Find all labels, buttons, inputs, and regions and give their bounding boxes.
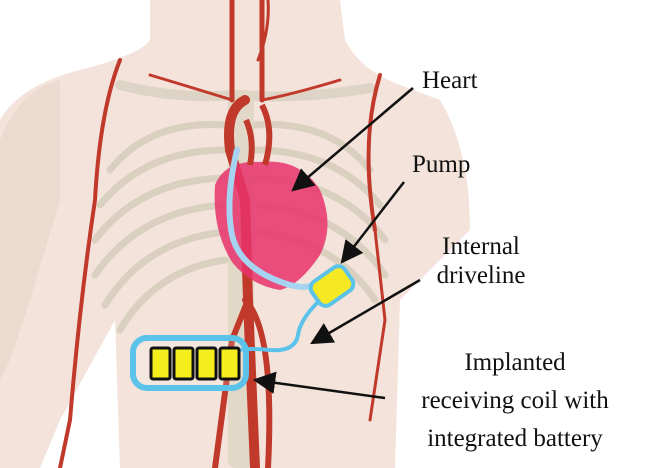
driveline-label-line1: Internal (420, 232, 542, 261)
coil-label-line1: Implanted (390, 344, 640, 382)
coil-label-line2: receiving coil with (390, 382, 640, 420)
coil-label: Implanted receiving coil with integrated… (390, 344, 640, 458)
pump-label: Pump (412, 150, 470, 179)
driveline-label-line2: driveline (420, 261, 542, 290)
heart-label: Heart (422, 66, 478, 95)
driveline-label: Internal driveline (420, 232, 542, 290)
coil-label-line3: integrated battery (390, 420, 640, 458)
